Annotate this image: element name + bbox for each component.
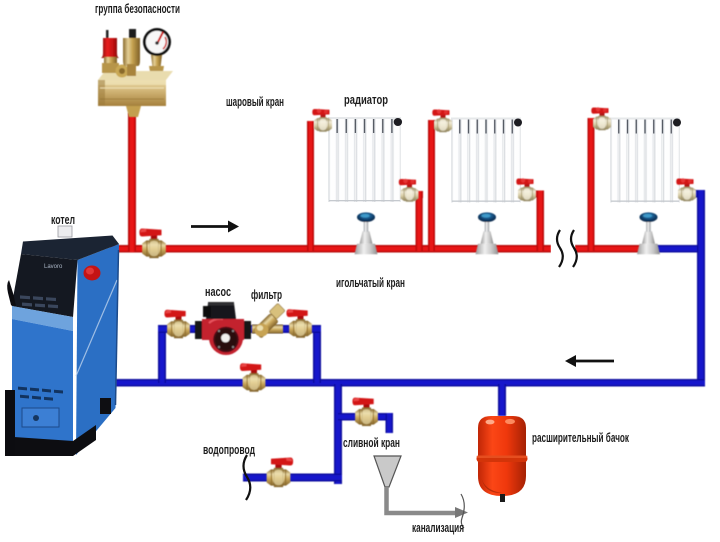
svg-text:радиатор: радиатор [344,92,388,107]
svg-text:группа безопасности: группа безопасности [95,1,180,16]
svg-text:сливной кран: сливной кран [343,435,400,450]
svg-text:водопровод: водопровод [203,442,255,457]
svg-text:насос: насос [205,284,231,299]
svg-text:канализация: канализация [412,520,464,535]
svg-text:Lavoro: Lavoro [44,264,63,270]
svg-text:шаровый кран: шаровый кран [226,94,284,109]
svg-text:расширительный бачок: расширительный бачок [532,430,629,445]
svg-text:игольчатый кран: игольчатый кран [336,275,405,290]
svg-text:котел: котел [51,212,75,227]
svg-text:фильтр: фильтр [251,287,282,302]
